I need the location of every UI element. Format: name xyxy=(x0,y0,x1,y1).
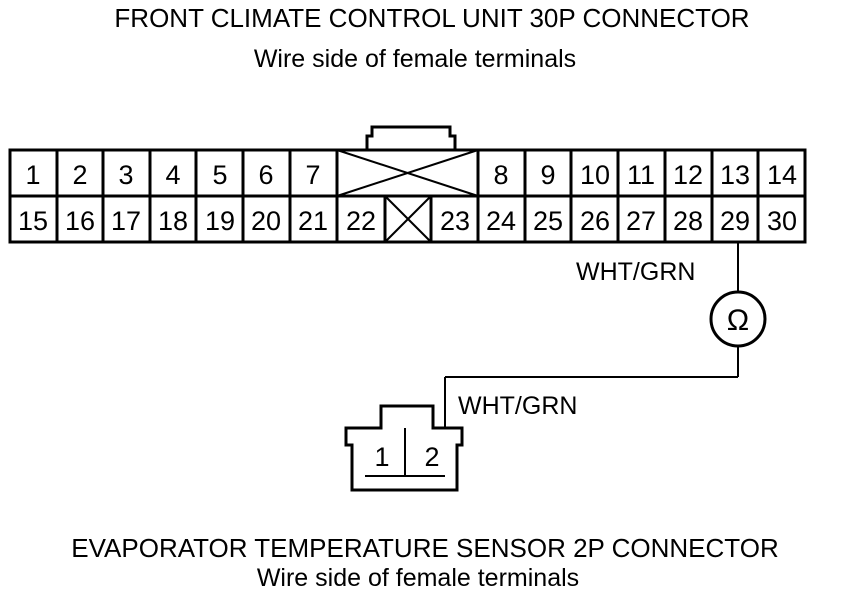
pin-label: 1 xyxy=(25,160,40,190)
bottom-connector-title: EVAPORATOR TEMPERATURE SENSOR 2P CONNECT… xyxy=(71,533,778,563)
connector-lock-tab xyxy=(365,125,457,150)
pin-label: 29 xyxy=(720,206,750,236)
pin-label: 25 xyxy=(533,206,563,236)
pin-label: 6 xyxy=(258,160,273,190)
pin-label: 20 xyxy=(251,206,281,236)
pin-label: 2 xyxy=(424,442,439,472)
row2-dividers xyxy=(55,196,760,242)
row1-pin-labels: 1 2 3 4 5 6 7 8 9 10 11 12 13 14 xyxy=(25,160,797,190)
pin-label: 30 xyxy=(767,206,797,236)
pin-label: 26 xyxy=(580,206,610,236)
ohm-symbol: Ω xyxy=(727,304,749,337)
pin-label: 10 xyxy=(580,160,610,190)
pin-label: 22 xyxy=(346,206,376,236)
connector-body xyxy=(344,404,464,492)
blank-cavity-x-wide xyxy=(336,149,479,197)
pin-label: 24 xyxy=(486,206,516,236)
pin-label: 21 xyxy=(298,206,328,236)
top-connector-subtitle: Wire side of female terminals xyxy=(254,45,576,73)
front-climate-control-30p-connector: 1 2 3 4 5 6 7 8 9 10 11 12 13 14 15 16 1… xyxy=(8,125,807,244)
pin-label: 17 xyxy=(111,206,141,236)
pin-label: 13 xyxy=(720,160,750,190)
wire-color-label-lower: WHT/GRN xyxy=(458,392,577,420)
blank-cavity-x-small xyxy=(384,195,432,243)
pin-label: 2 xyxy=(72,160,87,190)
pin-label: 4 xyxy=(165,160,180,190)
pin-label: 3 xyxy=(118,160,133,190)
pin-label: 15 xyxy=(18,206,48,236)
pin-label: 28 xyxy=(673,206,703,236)
ohmmeter-icon: Ω xyxy=(709,290,767,348)
pin-label: 19 xyxy=(205,206,235,236)
pin-label: 23 xyxy=(440,206,470,236)
pin-label: 1 xyxy=(374,442,389,472)
top-connector-title: FRONT CLIMATE CONTROL UNIT 30P CONNECTOR xyxy=(114,3,749,33)
pin-label: 12 xyxy=(673,160,703,190)
pin-label: 9 xyxy=(540,160,555,190)
pin-label: 18 xyxy=(158,206,188,236)
pin-label: 14 xyxy=(767,160,797,190)
pin-label: 5 xyxy=(212,160,227,190)
pin-label: 27 xyxy=(626,206,656,236)
wire-color-label-upper: WHT/GRN xyxy=(576,258,695,286)
pin-label: 11 xyxy=(627,160,655,190)
evaporator-sensor-2p-connector: 1 2 xyxy=(344,404,464,492)
row2-pin-labels: 15 16 17 18 19 20 21 22 23 24 25 26 27 2… xyxy=(18,206,797,236)
row1-dividers xyxy=(55,150,760,196)
pin-label: 7 xyxy=(305,160,320,190)
test-wire xyxy=(444,242,739,428)
pin-label: 8 xyxy=(493,160,508,190)
bottom-connector-subtitle: Wire side of female terminals xyxy=(257,564,579,592)
pin-label: 16 xyxy=(65,206,95,236)
